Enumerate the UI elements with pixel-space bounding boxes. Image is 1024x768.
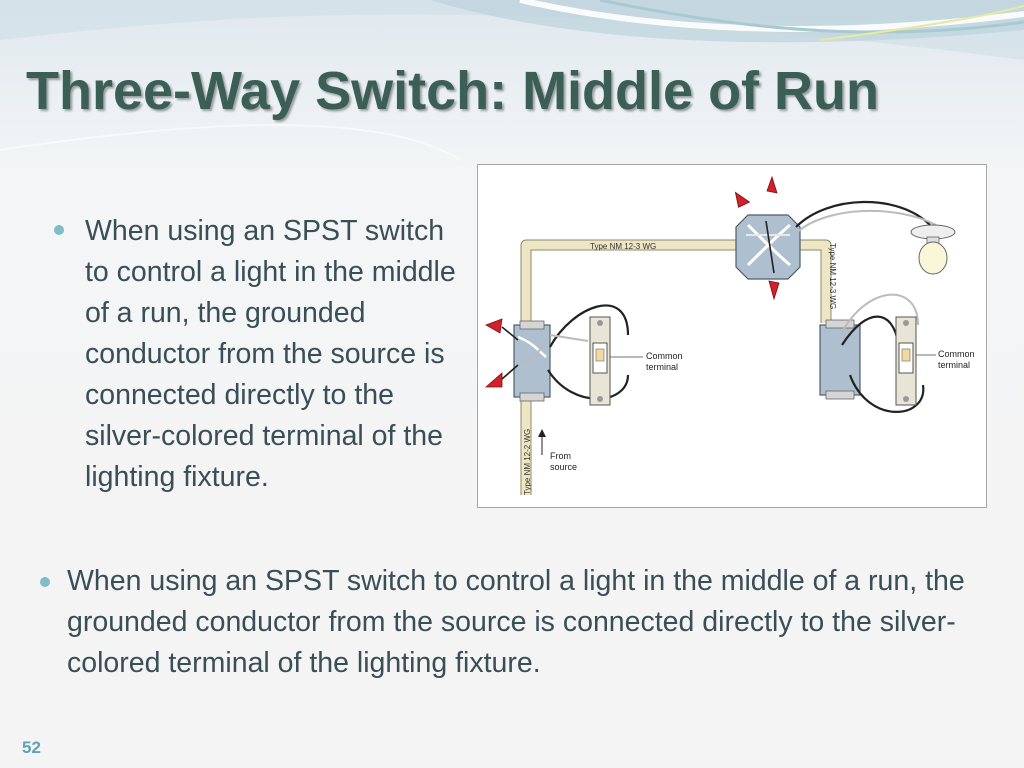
cable-label-top: Type NM 12-3 WG bbox=[590, 242, 656, 251]
wire-nut-icon bbox=[484, 318, 503, 388]
common-terminal-label-left-1: Common bbox=[646, 351, 683, 361]
lamp-icon bbox=[910, 224, 956, 275]
cable-label-right: Type NM 12-3 WG bbox=[828, 243, 837, 309]
wire-nut-icon bbox=[734, 175, 780, 301]
bullet-dot-icon bbox=[54, 225, 64, 235]
header-swoosh-decoration bbox=[0, 0, 1024, 161]
cable-label-source: Type NM 12-2 WG bbox=[523, 429, 532, 495]
junction-box bbox=[735, 214, 801, 280]
bullet-text-2: When using an SPST switch to control a l… bbox=[67, 565, 965, 679]
left-switch bbox=[589, 316, 611, 406]
wiring-diagram: Type NM 12-3 WG Type NM 12-3 WG Type NM … bbox=[477, 164, 987, 508]
page-number: 52 bbox=[22, 738, 41, 757]
slide-title: Three-Way Switch: Middle of Run bbox=[26, 61, 880, 121]
cable-sheath bbox=[520, 239, 832, 495]
common-terminal-label-right-1: Common bbox=[938, 349, 975, 359]
right-switch-box bbox=[819, 319, 861, 400]
bullet-text-1: When using an SPST switch to control a l… bbox=[85, 215, 456, 493]
bullet-dot-icon bbox=[40, 577, 50, 587]
from-source-label-2: source bbox=[550, 462, 577, 472]
right-switch bbox=[895, 316, 917, 406]
from-source-label-1: From bbox=[550, 451, 571, 461]
common-terminal-label-right-2: terminal bbox=[938, 360, 970, 370]
left-switch-box bbox=[513, 320, 551, 402]
common-terminal-label-left-2: terminal bbox=[646, 362, 678, 372]
